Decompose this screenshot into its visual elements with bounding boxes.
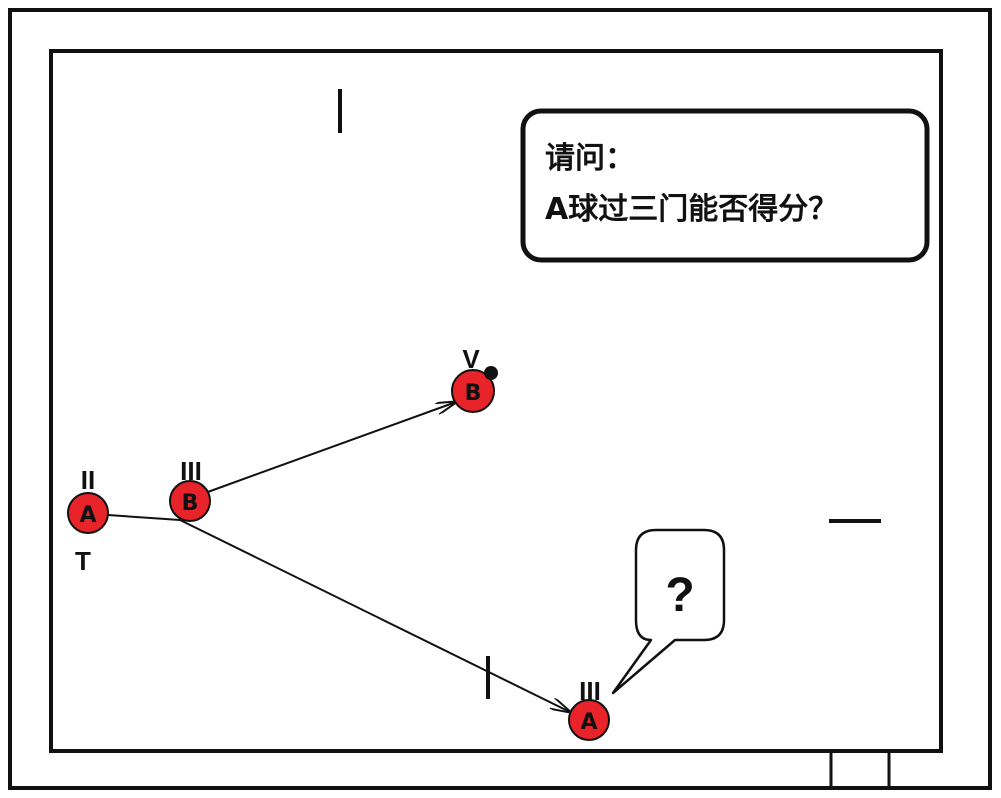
path-a-to-b [107,514,181,521]
outer-frame [8,8,992,790]
ball-b-left-circle [169,480,211,522]
ball-a-bottom: A III [568,676,610,741]
path-b-to-a-arrow [179,519,570,712]
ball-a-start-gate-label: II [81,465,95,495]
ball-b-left: B III [169,456,211,522]
ball-b-top-marker-dot [484,366,498,380]
ball-a-start-sub-label: T [75,546,91,576]
ball-a-start: A II T [67,465,109,576]
ball-b-top: B V [451,344,498,413]
ball-a-bottom-gate-label: III [579,676,601,706]
ball-b-top-gate-label: V [462,344,480,374]
question-box [520,108,930,263]
ball-b-left-gate-label: III [180,456,202,486]
ball-a-bottom-label: A [580,710,597,735]
speech-bubble [611,528,726,695]
ball-a-start-label: A [79,503,96,528]
ball-b-top-label: B [465,381,482,406]
question-line-2: A球过三门能否得分？ [545,192,838,227]
path-b-to-b-arrow [204,402,456,494]
speech-bubble-question-mark: ? [665,569,694,622]
ball-a-start-circle [67,492,109,534]
ball-a-bottom-circle [568,699,610,741]
question-line-1: 请问： [545,141,635,176]
ball-b-left-label: B [182,491,199,516]
field-boundary [49,49,943,753]
ball-b-top-circle [451,369,495,413]
